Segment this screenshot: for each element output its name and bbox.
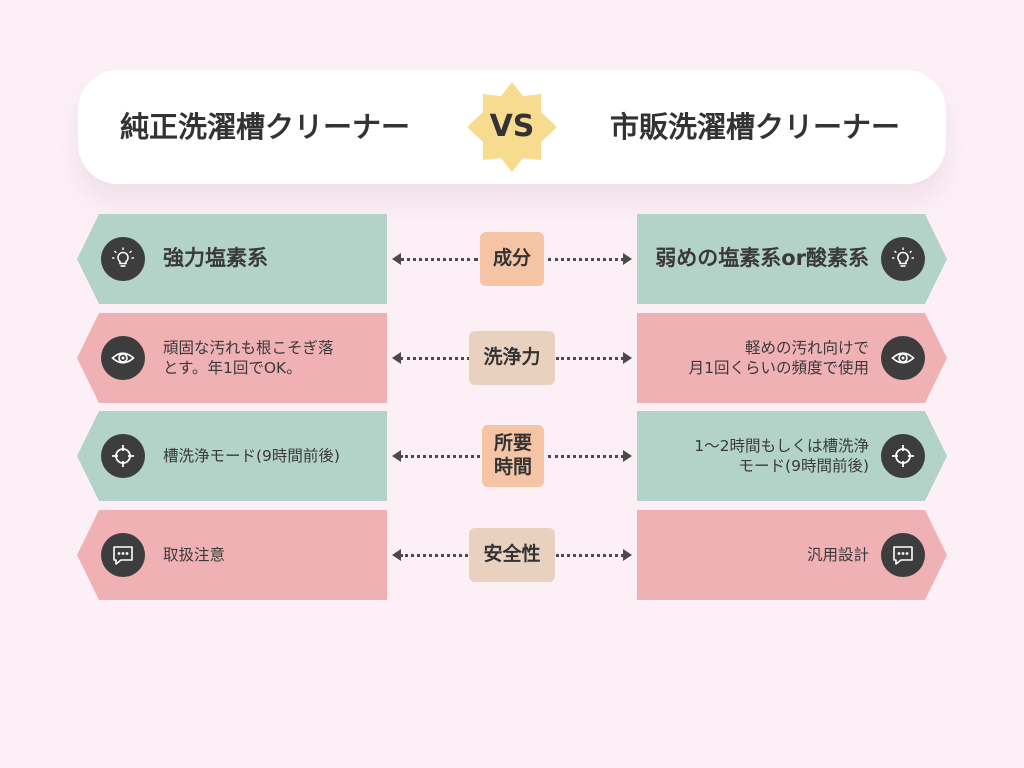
left-text-cleaning-power: 頑固な汚れも根こそぎ落 とす。年1回でOK。 [163,338,334,377]
crosshair-icon [881,434,925,478]
comparison-header: 純正洗濯槽クリーナー VS 市販洗濯槽クリーナー [78,70,946,184]
arrow-left-time-required [392,450,401,462]
connector-left-ingredients [400,258,478,261]
connector-right-safety [556,554,624,557]
category-label-time-required: 所要 時間 [482,425,544,487]
crosshair-icon [101,434,145,478]
vs-badge-shape [467,82,557,172]
category-label-cleaning-power: 洗浄力 [469,331,555,385]
arrow-left-cleaning-power [392,352,401,364]
chat-bubble-icon [101,533,145,577]
left-card-cleaning-power: 頑固な汚れも根こそぎ落 とす。年1回でOK。 [77,313,387,403]
right-text-cleaning-power: 軽めの汚れ向けで 月1回くらいの頻度で使用 [688,338,869,377]
comparison-row-safety: 取扱注意 安全性 汎用設計 [0,510,1024,600]
arrow-left-safety [392,549,401,561]
right-card-time-required: 1〜2時間もしくは槽洗浄 モード(9時間前後) [637,411,947,501]
right-text-safety: 汎用設計 [806,545,869,564]
connector-right-time-required [548,455,624,458]
comparison-row-time-required: 槽洗浄モード(9時間前後) 所要 時間 1〜2時間もしくは槽洗浄 モード(9時間… [0,411,1024,501]
right-product-title: 市販洗濯槽クリーナー [609,110,900,144]
connector-left-time-required [400,455,480,458]
connector-left-cleaning-power [400,357,470,360]
arrow-left-ingredients [392,253,401,265]
chat-bubble-icon [881,533,925,577]
lightbulb-icon [881,237,925,281]
left-text-ingredients: 強力塩素系 [163,246,268,271]
left-text-safety: 取扱注意 [163,545,226,564]
left-card-time-required: 槽洗浄モード(9時間前後) [77,411,387,501]
right-card-safety: 汎用設計 [637,510,947,600]
arrow-right-time-required [623,450,632,462]
right-card-cleaning-power: 軽めの汚れ向けで 月1回くらいの頻度で使用 [637,313,947,403]
connector-right-cleaning-power [556,357,624,360]
arrow-right-cleaning-power [623,352,632,364]
category-label-safety: 安全性 [469,528,555,582]
connector-right-ingredients [548,258,624,261]
right-text-time-required: 1〜2時間もしくは槽洗浄 モード(9時間前後) [694,436,869,475]
arrow-right-ingredients [623,253,632,265]
comparison-row-ingredients: 強力塩素系 成分 弱めの塩素系or酸素系 [0,214,1024,304]
lightbulb-icon [101,237,145,281]
connector-left-safety [400,554,468,557]
comparison-row-cleaning-power: 頑固な汚れも根こそぎ落 とす。年1回でOK。 洗浄力 軽めの汚れ向けで 月1回く… [0,313,1024,403]
left-card-safety: 取扱注意 [77,510,387,600]
vs-badge: VS [465,80,559,174]
right-text-ingredients: 弱めの塩素系or酸素系 [655,246,869,271]
eye-icon [101,336,145,380]
left-card-ingredients: 強力塩素系 [77,214,387,304]
right-card-ingredients: 弱めの塩素系or酸素系 [637,214,947,304]
category-label-ingredients: 成分 [480,232,544,286]
left-text-time-required: 槽洗浄モード(9時間前後) [163,446,340,465]
vs-label: VS [489,109,535,144]
left-product-title: 純正洗濯槽クリーナー [120,110,411,144]
arrow-right-safety [623,549,632,561]
eye-icon [881,336,925,380]
